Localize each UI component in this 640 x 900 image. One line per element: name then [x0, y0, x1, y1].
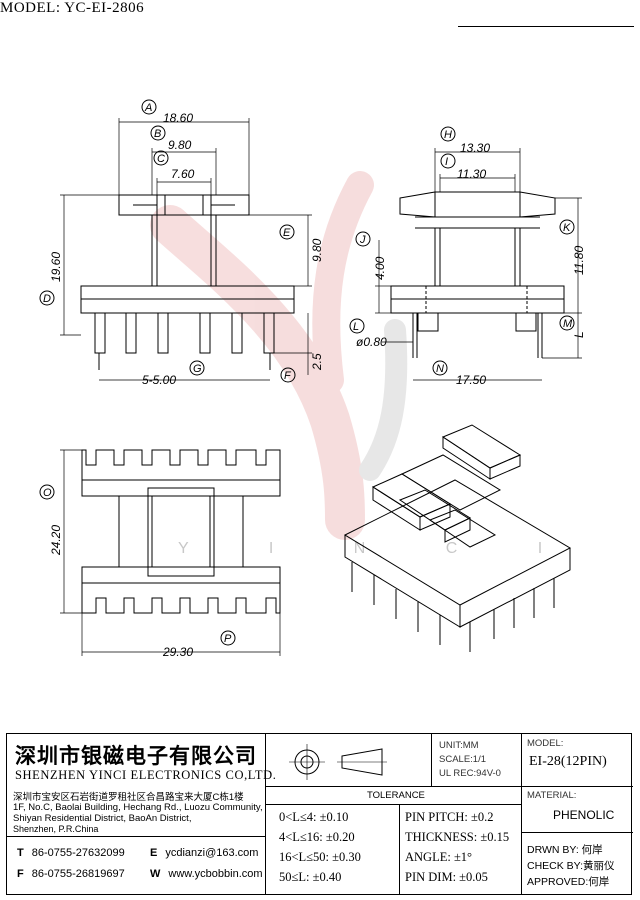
- tol-left-2: 4<L≤16: ±0.20: [279, 830, 355, 844]
- check-by: CHECK BY:黄丽仪: [527, 860, 615, 872]
- email-address: ycdianzi@163.com: [165, 847, 259, 859]
- dim-P: 29.30: [162, 645, 193, 659]
- dim-N: 17.50: [456, 373, 486, 387]
- dim-A: 18.60: [163, 111, 193, 125]
- projection-symbol-icon: [289, 744, 387, 780]
- label-G: G: [193, 363, 202, 375]
- material-value: PHENOLIC: [553, 808, 615, 822]
- label-E: E: [283, 227, 291, 239]
- side-view: [375, 148, 582, 381]
- address-cn: 深圳市宝安区石岩街道罗租社区合昌路宝来大厦C栋1楼: [13, 792, 244, 803]
- bottom-view: [60, 449, 281, 656]
- model-title-underline: [458, 26, 634, 27]
- telephone-label: T: [17, 847, 24, 859]
- label-I: I: [445, 156, 448, 168]
- tol-right-2: THICKNESS: ±0.15: [405, 830, 510, 844]
- watermark-logo: [150, 171, 408, 540]
- label-M: M: [563, 318, 573, 330]
- tol-right-4: PIN DIM: ±0.05: [405, 870, 488, 884]
- tolerance-header: TOLERANCE: [367, 790, 425, 801]
- address-en-line-1: 1F, No.C, Baolai Building, Hechang Rd., …: [13, 802, 263, 813]
- label-H: H: [444, 129, 452, 141]
- label-F: F: [284, 370, 292, 382]
- address-en-line-3: Shenzhen, P.R.China: [13, 824, 99, 834]
- label-N: N: [436, 363, 444, 375]
- dim-M: L: [572, 331, 586, 338]
- dim-G: 5-5.00: [142, 373, 176, 387]
- model-title: MODEL: YC-EI-2806: [0, 0, 145, 16]
- title-block: 深圳市银磁电子有限公司 SHENZHEN YINCI ELECTRONICS C…: [6, 733, 633, 895]
- email-label: E: [150, 847, 158, 859]
- address-en-line-2: Shiyan Residential District, BaoAn Distr…: [13, 813, 192, 824]
- label-K: K: [563, 222, 571, 234]
- telephone-number: 86-0755-27632099: [31, 847, 125, 859]
- tol-left-1: 0<L≤4: ±0.10: [279, 810, 349, 824]
- dim-L: ø0.80: [356, 335, 387, 349]
- label-A: A: [144, 102, 152, 114]
- dim-O: 24.20: [49, 525, 63, 556]
- label-C: C: [157, 153, 165, 165]
- dim-I: 11.30: [457, 167, 486, 181]
- drawn-by: DRWN BY: 何岸: [527, 844, 603, 856]
- label-B: B: [154, 128, 161, 140]
- label-L: L: [353, 321, 359, 333]
- dim-E: 9.80: [310, 238, 324, 262]
- label-D: D: [43, 293, 51, 305]
- dim-J: 4.00: [373, 256, 387, 280]
- dim-H: 13.30: [460, 141, 490, 155]
- model-value: EI-28(12PIN): [529, 754, 607, 769]
- dimension-labels: A 18.60 B 9.80 C 7.60 D 19.60 E 9.80 F 2…: [39, 99, 586, 659]
- label-P: P: [224, 633, 232, 645]
- model-label: MODEL:: [527, 738, 564, 749]
- label-O: O: [43, 487, 52, 499]
- telephone: T 86-0755-27632099: [17, 847, 125, 859]
- dim-C: 7.60: [171, 167, 195, 181]
- dim-D: 19.60: [49, 252, 63, 282]
- dim-F: 2.5: [310, 353, 324, 371]
- company-name-en: SHENZHEN YINCI ELECTRONICS CO,LTD.: [15, 768, 277, 782]
- drawing-canvas: Y I N C I: [39, 99, 586, 659]
- tol-left-3: 16<L≤50: ±0.30: [279, 850, 361, 864]
- website-label: W: [150, 868, 161, 880]
- label-J: J: [359, 234, 366, 246]
- dim-B: 9.80: [168, 138, 192, 152]
- ul-rec: UL REC:94V-0: [439, 768, 501, 779]
- company-name-cn: 深圳市银磁电子有限公司: [15, 744, 257, 768]
- tol-right-3: ANGLE: ±1°: [405, 850, 473, 864]
- scale: SCALE:1/1: [439, 754, 486, 765]
- unit: UNIT:MM: [439, 740, 479, 751]
- watermark-text: Y I N C I: [178, 540, 580, 557]
- material-label: MATERIAL:: [527, 790, 577, 801]
- dim-K: 11.80: [572, 246, 586, 275]
- fax-number: 86-0755-26819697: [31, 868, 125, 880]
- tol-left-4: 50≤L: ±0.40: [279, 870, 342, 884]
- front-view: [60, 118, 312, 381]
- approved-by: APPROVED:何岸: [527, 876, 610, 888]
- isometric-view: [343, 424, 572, 652]
- fax-label: F: [17, 868, 24, 880]
- website-url: www.ycbobbin.com: [168, 868, 263, 880]
- tol-right-1: PIN PITCH: ±0.2: [405, 810, 494, 824]
- fax: F 86-0755-26819697: [17, 868, 125, 880]
